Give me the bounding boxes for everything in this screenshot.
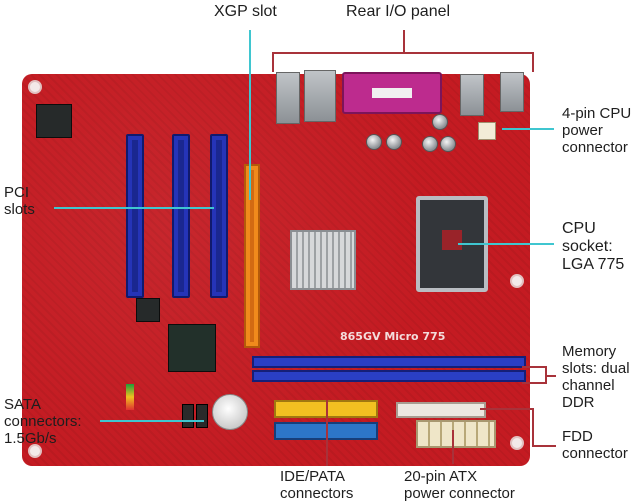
pci-slot-1 — [126, 134, 144, 298]
label-line: power — [562, 122, 603, 139]
label-line: socket: — [562, 238, 613, 255]
pci-leader-line — [54, 207, 214, 209]
atx-leader-line — [452, 430, 454, 464]
rear-io-leader-line — [403, 30, 405, 52]
label-line: slots: dual — [562, 360, 630, 377]
rear-io-bracket-left — [272, 52, 274, 72]
xgp-leader-line — [249, 30, 251, 200]
label-fdd-connector: FDD connector — [562, 428, 628, 462]
capacitor — [386, 134, 402, 150]
southbridge-chip — [168, 324, 216, 372]
label-line: 20-pin ATX — [404, 468, 478, 485]
label-line: IDE/PATA — [280, 468, 346, 485]
capacitor — [440, 136, 456, 152]
memory-leader-line — [546, 375, 556, 377]
label-line: power connector — [404, 485, 515, 502]
label-line: slots — [4, 201, 35, 218]
sata-connector-1 — [182, 404, 194, 428]
label-memory-slots: Memory slots: dual channel DDR — [562, 343, 630, 411]
label-line: SATA — [4, 396, 41, 413]
port-sticker — [372, 88, 412, 98]
label-line: LGA 775 — [562, 256, 625, 273]
fdd-leader-bottom — [532, 445, 556, 447]
label-line: CPU — [562, 220, 596, 237]
label-line: Memory — [562, 343, 617, 360]
mount-hole — [28, 80, 42, 94]
capacitor — [366, 134, 382, 150]
label-cpu-socket: CPU socket: LGA 775 — [562, 220, 624, 274]
label-line: DDR — [562, 394, 595, 411]
label-line: 1.5Gb/s — [4, 430, 57, 447]
front-panel-header — [126, 384, 134, 410]
label-line: PCI — [4, 184, 30, 201]
socket-center — [442, 230, 462, 250]
label-pci-slots: PCI slots — [4, 184, 35, 218]
sata-leader-line — [100, 420, 204, 422]
memory-bracket-top — [522, 366, 546, 368]
motherboard: 865GV Micro 775 — [22, 70, 530, 466]
label-line: connector — [562, 139, 628, 156]
cpu-socket-leader-line — [458, 243, 554, 245]
dimm-slot-2 — [252, 370, 526, 382]
capacitor — [432, 114, 448, 130]
mount-hole — [510, 436, 524, 450]
mount-hole — [28, 444, 42, 458]
cmos-battery — [212, 394, 248, 430]
dimm-slot-1 — [252, 356, 526, 368]
label-line: FDD — [562, 428, 593, 445]
mount-hole — [510, 274, 524, 288]
label-line: connector — [562, 445, 628, 462]
label-rear-io-panel: Rear I/O panel — [346, 3, 451, 20]
rear-io-bracket-right — [532, 52, 534, 72]
atx-20pin-connector — [416, 420, 496, 448]
lan-port — [304, 70, 336, 122]
rear-io-bracket — [272, 52, 534, 54]
fdd-leader-side — [532, 408, 534, 446]
pci-slot-3 — [210, 134, 228, 298]
northbridge-heatsink — [290, 230, 356, 290]
label-sata-connectors: SATA connectors: 1.5Gb/s — [4, 396, 82, 447]
parallel-port — [342, 72, 442, 114]
label-line: 4-pin CPU — [562, 105, 632, 122]
cpu-power-leader-line — [502, 128, 554, 130]
memory-bracket-bottom — [522, 382, 546, 384]
ide-leader-line — [326, 400, 328, 466]
sata-connector-2 — [196, 404, 208, 428]
xgp-slot — [244, 164, 260, 348]
usb-ports — [460, 74, 484, 116]
pci-slot-2 — [172, 134, 190, 298]
label-line: connectors — [280, 485, 354, 502]
label-line: channel — [562, 377, 615, 394]
fdd-leader-top — [480, 408, 534, 410]
fdd-connector — [396, 402, 486, 418]
label-atx-power: 20-pin ATX power connector — [404, 468, 515, 502]
cpu-power-connector — [478, 122, 496, 140]
label-cpu-power: 4-pin CPU power connector — [562, 105, 631, 156]
ps2-port — [276, 72, 300, 124]
label-ide-connectors: IDE/PATA connectors — [280, 468, 353, 502]
super-io-chip — [36, 104, 72, 138]
board-model-silkscreen: 865GV Micro 775 — [340, 330, 446, 343]
label-xgp-slot: XGP slot — [214, 3, 277, 20]
bios-chip — [136, 298, 160, 322]
capacitor — [422, 136, 438, 152]
audio-usb-ports — [500, 72, 524, 112]
label-line: connectors: — [4, 413, 82, 430]
